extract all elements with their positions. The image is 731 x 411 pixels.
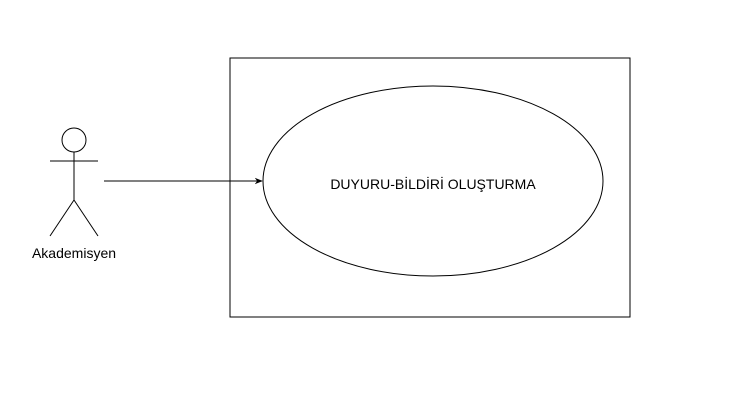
actor-figure[interactable]	[49, 127, 99, 237]
actor-head	[61, 127, 87, 153]
use-case-ellipse[interactable]	[262, 85, 604, 277]
system-boundary[interactable]	[229, 57, 631, 318]
use-case-label: DUYURU-BİLDİRİ OLUŞTURMA	[330, 175, 536, 192]
actor-right-leg	[73, 199, 99, 237]
actor-left-leg	[49, 199, 75, 237]
actor-label: Akademisyen	[32, 245, 116, 261]
